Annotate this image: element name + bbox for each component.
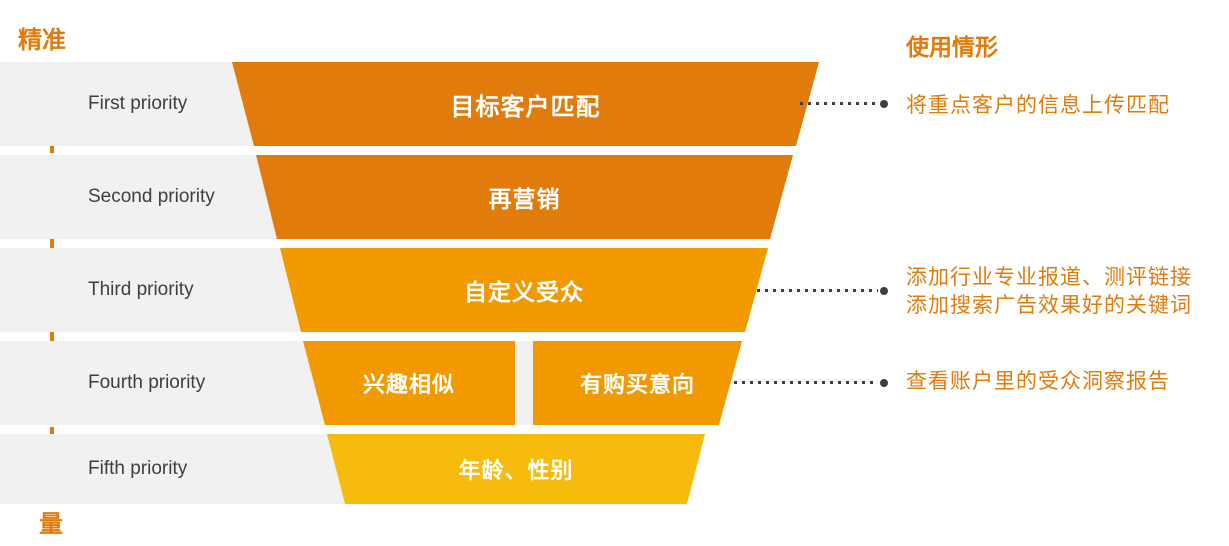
priority-label-fourth: Fourth priority: [88, 372, 206, 393]
annotation-line: 添加搜索广告效果好的关键词: [906, 294, 1192, 317]
funnel-block-custom-audience: 自定义受众: [280, 248, 768, 332]
funnel-block-label: 兴趣相似: [362, 372, 455, 397]
priority-label-second: Second priority: [88, 186, 215, 207]
leader-bullet-row4: [880, 379, 888, 387]
annotation-line: 将重点客户的信息上传匹配: [906, 94, 1170, 117]
funnel-block-label: 目标客户匹配: [450, 93, 601, 121]
funnel-block-affinity: 兴趣相似: [303, 341, 515, 425]
funnel-block-label: 再营销: [488, 186, 561, 212]
leader-line-row3: [757, 289, 878, 292]
priority-label-third: Third priority: [88, 279, 194, 300]
axis-label-volume: 量: [39, 511, 63, 538]
leader-line-row4: [734, 381, 878, 384]
funnel-block-customer-match: 目标客户匹配: [232, 62, 819, 146]
funnel-block-label: 自定义受众: [464, 279, 584, 305]
leader-bullet-row1: [880, 100, 888, 108]
leader-bullet-row3: [880, 287, 888, 295]
funnel-block-remarketing: 再营销: [256, 155, 793, 239]
funnel-block-label: 年龄、性别: [458, 458, 574, 483]
leader-line-row1: [800, 102, 878, 105]
axis-label-precision: 精准: [18, 27, 66, 54]
funnel-block-label: 有购买意向: [579, 372, 695, 397]
funnel-block-age-gender: 年龄、性别: [327, 434, 705, 504]
priority-label-fifth: Fifth priority: [88, 458, 188, 479]
annotation-row1: 将重点客户的信息上传匹配: [906, 92, 1170, 120]
priority-label-first: First priority: [88, 93, 188, 114]
annotation-row4: 查看账户里的受众洞察报告: [906, 368, 1170, 396]
annotation-row3: 添加行业专业报道、测评链接 添加搜索广告效果好的关键词: [906, 264, 1192, 320]
annotation-line: 添加行业专业报道、测评链接: [906, 266, 1192, 289]
use-cases-header: 使用情形: [906, 34, 998, 60]
funnel-block-in-market: 有购买意向: [533, 341, 742, 425]
annotation-line: 查看账户里的受众洞察报告: [906, 370, 1170, 393]
